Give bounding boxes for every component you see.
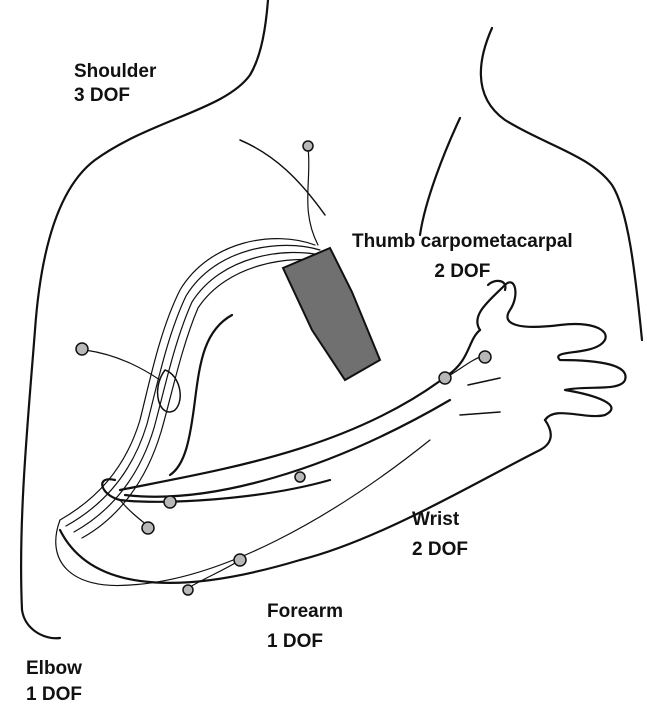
- electrode-elbow-top: [164, 496, 176, 508]
- chest-cable: [240, 140, 325, 215]
- electrode-forearm: [295, 472, 305, 482]
- label-shoulder: Shoulder 3 DOF: [74, 60, 156, 108]
- label-thumb: Thumb carpometacarpal 2 DOF: [352, 230, 573, 284]
- electrode-forearm-bottom: [183, 585, 193, 595]
- label-wrist-name: Wrist: [412, 508, 468, 532]
- label-forearm-dof: 1 DOF: [267, 630, 343, 654]
- label-wrist-dof: 2 DOF: [412, 538, 468, 562]
- neck-right: [481, 28, 642, 340]
- electrode-chest: [303, 141, 313, 151]
- label-elbow-dof: 1 DOF: [26, 683, 82, 707]
- label-elbow: Elbow 1 DOF: [26, 657, 82, 707]
- label-shoulder-name: Shoulder: [74, 60, 156, 84]
- label-wrist: Wrist 2 DOF: [412, 508, 468, 562]
- lead-elbow: [120, 500, 148, 526]
- chest-lead: [308, 148, 318, 245]
- label-forearm: Forearm 1 DOF: [267, 600, 343, 654]
- electrode-wrist: [439, 372, 451, 384]
- electrode-elbow: [142, 522, 154, 534]
- electrode-forearm-low: [234, 554, 246, 566]
- chest-inner-line: [420, 118, 460, 235]
- lead-forearm-low: [185, 560, 240, 590]
- cable-loop: [158, 370, 181, 412]
- upper-arm-outline: [170, 315, 232, 475]
- label-shoulder-dof: 3 DOF: [74, 84, 156, 108]
- lead-left: [85, 350, 160, 380]
- cable-bundle-2: [66, 245, 320, 526]
- cable-bundle-4: [82, 259, 330, 538]
- lead-finger-2: [460, 412, 500, 415]
- label-elbow-name: Elbow: [26, 657, 82, 681]
- electrode-hand: [479, 351, 491, 363]
- label-thumb-dof: 2 DOF: [352, 260, 573, 284]
- lead-finger: [468, 378, 500, 385]
- label-thumb-name: Thumb carpometacarpal: [352, 230, 573, 254]
- label-forearm-name: Forearm: [267, 600, 343, 624]
- forearm-inner-edge: [125, 400, 450, 497]
- hand-outline: [477, 282, 625, 420]
- electrode-upper-arm: [76, 343, 88, 355]
